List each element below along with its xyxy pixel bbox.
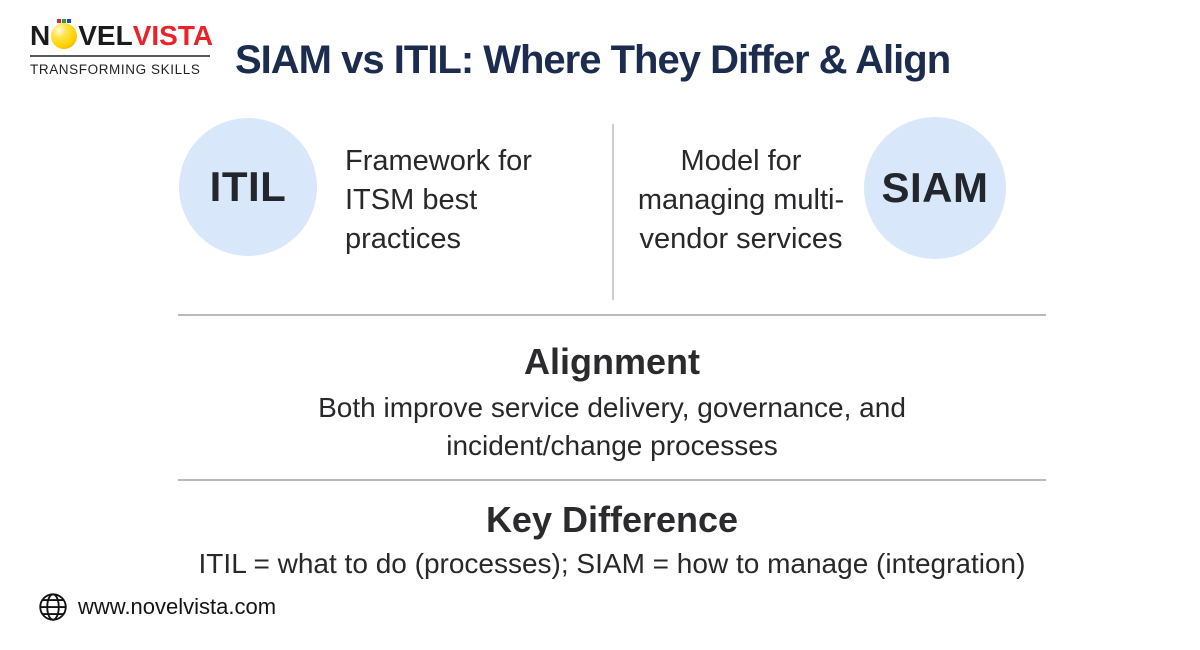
horizontal-divider-top [178, 314, 1046, 316]
alignment-section: Alignment Both improve service delivery,… [12, 340, 1200, 465]
siam-circle: SIAM [864, 117, 1006, 259]
itil-circle-label: ITIL [209, 163, 287, 210]
alignment-description: Both improve service delivery, governanc… [318, 392, 906, 461]
key-difference-description: ITIL = what to do (processes); SIAM = ho… [198, 548, 1026, 579]
key-difference-section: Key Difference ITIL = what to do (proces… [12, 498, 1200, 581]
page-title: SIAM vs ITIL: Where They Differ & Align [235, 38, 951, 82]
website-url: www.novelvista.com [78, 594, 277, 619]
siam-circle-label: SIAM [881, 164, 989, 211]
logo-divider-rule [30, 55, 210, 57]
logo-letters-vista: VISTA [132, 20, 214, 51]
novelvista-logo: N VEL VISTA TRANSFORMING SKILLS [30, 19, 214, 77]
lightbulb-ball-icon [51, 19, 78, 49]
logo-tagline: TRANSFORMING SKILLS [30, 62, 201, 77]
horizontal-divider-bottom [178, 479, 1046, 481]
rgb-dots-icon [57, 19, 72, 23]
footer: www.novelvista.com [38, 592, 276, 622]
vertical-divider [612, 124, 614, 300]
logo-letters-vel: VEL [78, 20, 133, 51]
alignment-heading: Alignment [524, 341, 700, 382]
siam-description: Model for managing multi-vendor services [637, 145, 845, 255]
logo-letter-n: N [30, 20, 51, 51]
logo-wordmark: N VEL VISTA [30, 19, 214, 51]
itil-description: Framework for ITSM best practices [345, 145, 532, 255]
key-difference-heading: Key Difference [485, 499, 739, 540]
globe-icon [39, 593, 67, 621]
itil-circle: ITIL [179, 118, 317, 256]
